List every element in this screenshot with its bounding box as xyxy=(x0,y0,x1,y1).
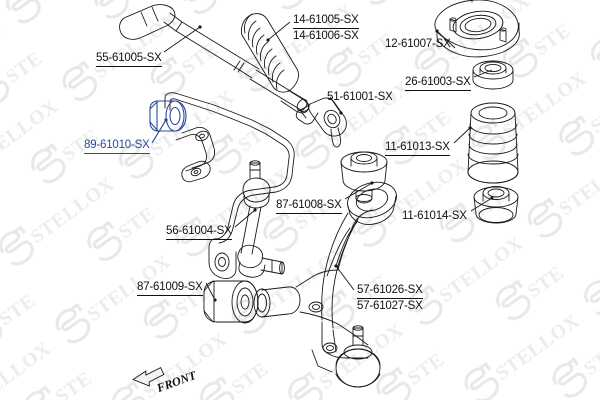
part-label-stabilizer-link[interactable]: 56-61004-SX xyxy=(166,225,232,240)
part-outer-tie-rod-end xyxy=(295,97,347,148)
part-stabilizer-bar xyxy=(164,92,295,279)
part-dust-boot xyxy=(467,102,519,184)
callout-dot xyxy=(490,196,494,200)
leader-line-p57a xyxy=(335,265,355,291)
callout-dot xyxy=(253,208,257,212)
part-label-bump-stop[interactable]: 11-61014-SX xyxy=(402,210,467,222)
callout-dot xyxy=(339,111,343,115)
leader-line-p14a xyxy=(267,21,291,41)
part-label-strut-mount[interactable]: 12-61007-SX xyxy=(385,38,451,50)
part-label-steering-rack-boot-b[interactable]: 14-61006-SX xyxy=(293,30,359,42)
callout-dot-highlight xyxy=(164,118,168,122)
part-lower-control-arm xyxy=(253,181,397,388)
callout-dots xyxy=(164,25,494,302)
part-label-stabilizer-bar-bushing[interactable]: 89-61010-SX xyxy=(84,139,150,154)
part-bump-stop xyxy=(473,186,519,224)
callout-dot xyxy=(334,264,338,268)
front-arrow-icon xyxy=(132,366,165,387)
part-strut-mount xyxy=(434,0,520,58)
part-label-shock-absorber-dust-boot[interactable]: 11-61013-SX xyxy=(385,141,450,156)
leader-line-p87a xyxy=(344,182,373,200)
part-label-control-arm-left[interactable]: 57-61026-SX xyxy=(357,284,423,299)
part-label-control-arm-bushing-rear[interactable]: 87-61009-SX xyxy=(137,281,203,296)
leader-line-highlight xyxy=(151,119,167,144)
part-label-steering-rack-boot-a[interactable]: 14-61005-SX xyxy=(293,14,359,29)
leader-line-p12 xyxy=(436,30,456,49)
leader-line-p87b xyxy=(205,282,216,301)
part-label-strut-bearing[interactable]: 26-61003-SX xyxy=(405,76,471,91)
leader-line-p55 xyxy=(163,26,201,53)
leader-line-p51 xyxy=(329,96,342,114)
part-control-arm-bushing-rear xyxy=(203,280,259,324)
part-stabilizer-bushing-highlight xyxy=(149,100,187,132)
callout-dot xyxy=(198,25,202,29)
part-label-inner-tie-rod[interactable]: 55-61005-SX xyxy=(96,52,162,67)
part-strut-bearing xyxy=(472,60,514,90)
part-rack-boot xyxy=(240,13,309,114)
callout-dot xyxy=(213,298,217,302)
part-stabilizer-link xyxy=(237,160,285,278)
leader-line-p26 xyxy=(473,69,493,78)
callout-dot xyxy=(435,29,439,33)
part-label-control-arm-bushing-front[interactable]: 87-61008-SX xyxy=(276,199,342,214)
callout-dot xyxy=(468,126,472,130)
callout-dot xyxy=(266,38,270,42)
leader-line-p11b xyxy=(470,197,493,212)
leader-line-p56 xyxy=(234,209,256,228)
callout-dot xyxy=(370,181,374,185)
leader-line-p11a xyxy=(453,127,471,144)
part-bushing-bracket xyxy=(175,126,216,183)
part-label-control-arm-right[interactable]: 57-61027-SX xyxy=(357,300,423,312)
part-label-outer-tie-rod-end[interactable]: 51-61001-SX xyxy=(327,91,393,103)
